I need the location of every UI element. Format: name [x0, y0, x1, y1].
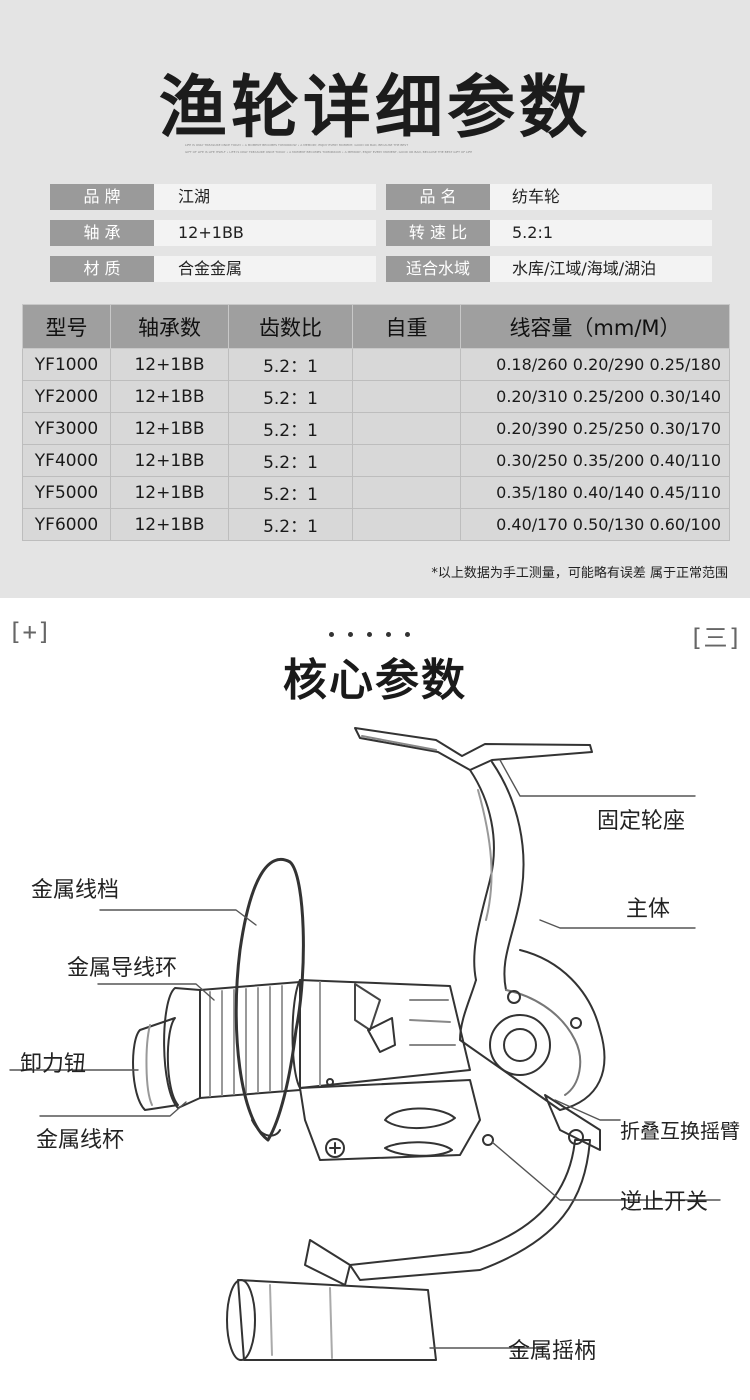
cell-bearings: 12+1BB	[110, 412, 229, 445]
spec-value: 水库/江域/海域/湖泊	[490, 256, 712, 282]
cell-ratio: 5.2：1	[228, 412, 353, 445]
cell-bearings: 12+1BB	[110, 380, 229, 413]
cell-capacity: 0.20/390 0.25/250 0.30/170	[460, 412, 730, 445]
spec-value: 合金金属	[154, 256, 376, 282]
spinning-reel-illustration	[9, 727, 721, 1361]
cell-weight	[352, 380, 461, 413]
parameters-panel: 渔轮详细参数 LIFE IS ONLY TREASURE ONCE TODAY …	[0, 0, 750, 598]
table-header-row: 型号 轴承数 齿数比 自重 线容量（mm/M）	[22, 304, 730, 349]
page-title: 渔轮详细参数	[158, 69, 591, 148]
table-row: YF4000 12+1BB 5.2：1 0.30/250 0.35/200 0.…	[22, 444, 730, 477]
menu-icon[interactable]: [三]	[689, 624, 742, 652]
callout-line-guide: 金属导线环	[67, 956, 178, 981]
cell-ratio: 5.2：1	[228, 348, 353, 381]
decorative-fine-text: LIFE IS ONLY TREASURE ONCE TODAY • A MOM…	[185, 144, 409, 147]
spec-key: 材 质	[50, 256, 154, 282]
decorative-fine-text: GIFT OF LIFE IS LIFE ITSELF • LIFE IS ON…	[185, 151, 473, 154]
callout-anti-reverse-switch: 逆止开关	[620, 1190, 709, 1215]
expand-icon[interactable]: [+]	[8, 618, 52, 646]
cell-weight	[352, 348, 461, 381]
spec-key: 转 速 比	[386, 220, 490, 246]
callout-body: 主体	[626, 897, 671, 922]
cell-bearings: 12+1BB	[110, 348, 229, 381]
spec-key: 轴 承	[50, 220, 154, 246]
cell-ratio: 5.2：1	[228, 444, 353, 477]
dots-divider	[322, 622, 428, 637]
table-row: YF1000 12+1BB 5.2：1 0.18/260 0.20/290 0.…	[22, 348, 730, 381]
callout-drag-knob: 卸力钮	[20, 1052, 87, 1077]
cell-capacity: 0.30/250 0.35/200 0.40/110	[460, 444, 730, 477]
column-header: 自重	[352, 304, 461, 349]
column-header: 轴承数	[110, 304, 229, 349]
column-header: 齿数比	[228, 304, 353, 349]
dot	[329, 632, 334, 637]
section-title: 核心参数	[283, 655, 467, 706]
cell-capacity: 0.35/180 0.40/140 0.45/110	[460, 476, 730, 509]
callout-bail: 金属线档	[31, 878, 120, 903]
cell-model: YF1000	[22, 348, 111, 381]
measurement-note: *以上数据为手工测量，可能略有误差 属于正常范围	[431, 566, 728, 581]
cell-model: YF2000	[22, 380, 111, 413]
dot	[386, 632, 391, 637]
dot	[405, 632, 410, 637]
cell-weight	[352, 508, 461, 541]
cell-model: YF5000	[22, 476, 111, 509]
cell-model: YF6000	[22, 508, 111, 541]
table-row: YF6000 12+1BB 5.2：1 0.40/170 0.50/130 0.…	[22, 508, 730, 541]
cell-bearings: 12+1BB	[110, 444, 229, 477]
spec-value: 12+1BB	[154, 220, 376, 246]
cell-model: YF3000	[22, 412, 111, 445]
cell-weight	[352, 444, 461, 477]
cell-bearings: 12+1BB	[110, 476, 229, 509]
spec-key: 品 名	[386, 184, 490, 210]
spec-value: 5.2:1	[490, 220, 712, 246]
spec-key: 品 牌	[50, 184, 154, 210]
spec-value: 纺车轮	[490, 184, 712, 210]
cell-model: YF4000	[22, 444, 111, 477]
cell-weight	[352, 476, 461, 509]
table-row: YF5000 12+1BB 5.2：1 0.35/180 0.40/140 0.…	[22, 476, 730, 509]
callout-spool: 金属线杯	[36, 1128, 125, 1153]
cell-capacity: 0.18/260 0.20/290 0.25/180	[460, 348, 730, 381]
cell-ratio: 5.2：1	[228, 380, 353, 413]
dot	[367, 632, 372, 637]
callout-folding-arm: 折叠互换摇臂	[620, 1119, 740, 1143]
cell-weight	[352, 412, 461, 445]
dot	[348, 632, 353, 637]
table-row: YF2000 12+1BB 5.2：1 0.20/310 0.25/200 0.…	[22, 380, 730, 413]
cell-capacity: 0.20/310 0.25/200 0.30/140	[460, 380, 730, 413]
column-header: 线容量（mm/M）	[460, 304, 730, 349]
table-row: YF3000 12+1BB 5.2：1 0.20/390 0.25/250 0.…	[22, 412, 730, 445]
callout-handle: 金属摇柄	[508, 1339, 597, 1364]
cell-ratio: 5.2：1	[228, 476, 353, 509]
cell-bearings: 12+1BB	[110, 508, 229, 541]
callout-reel-seat: 固定轮座	[597, 809, 686, 834]
cell-ratio: 5.2：1	[228, 508, 353, 541]
column-header: 型号	[22, 304, 111, 349]
model-table: 型号 轴承数 齿数比 自重 线容量（mm/M） YF1000 12+1BB 5.…	[22, 304, 730, 541]
spec-key: 适合水域	[386, 256, 490, 282]
cell-capacity: 0.40/170 0.50/130 0.60/100	[460, 508, 730, 541]
spec-value: 江湖	[154, 184, 376, 210]
